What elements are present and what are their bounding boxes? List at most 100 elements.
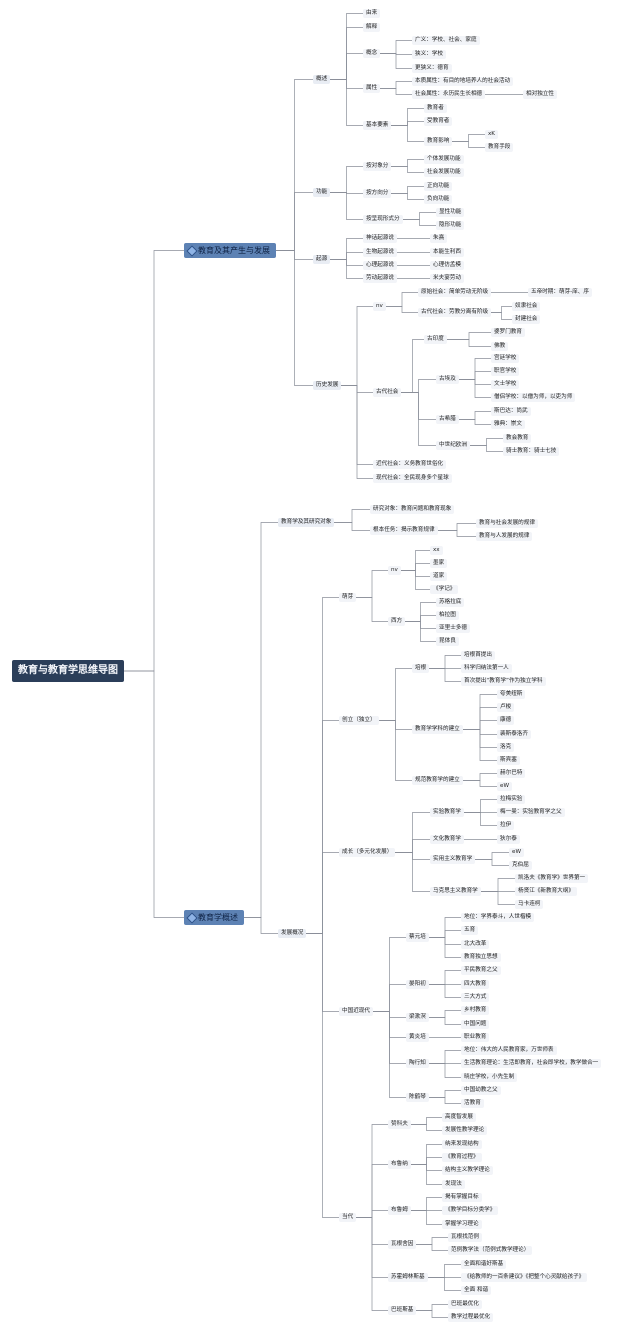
topic-node-a1-5-3-1[interactable]: xK xyxy=(485,130,498,139)
topic-node-b2-1-2-4[interactable]: 昆体良 xyxy=(436,637,459,646)
topic-node-a1-3[interactable]: 概念 xyxy=(363,49,381,58)
topic-node-b2-3-4-1[interactable]: 凯洛夫《教育学》世界第一 xyxy=(515,874,589,883)
topic-node-a4-1-1[interactable]: 原始社会：简单劳动无阶级 xyxy=(418,288,492,297)
topic-node-b2-4-5-2[interactable]: 生活教育理论：生活即教育，社会即学校，教学做合一 xyxy=(461,1059,602,1068)
topic-node-a4-3[interactable]: 近代社会：义务教育世俗化 xyxy=(373,460,447,469)
topic-node-b2-3-2-1[interactable]: 狄尔泰 xyxy=(497,835,520,844)
topic-node-b2-4-3-1[interactable]: 乡村教育 xyxy=(461,1006,490,1015)
topic-node-a4-1-2-2[interactable]: 封建社会 xyxy=(512,315,541,324)
topic-node-b2-2-3[interactable]: 规范教育学的建立 xyxy=(412,776,463,785)
topic-node-b2-2-2-4[interactable]: 裴斯泰洛齐 xyxy=(497,730,531,739)
topic-node-b2-3-1-2[interactable]: 梅一曼：实验教育学之父 xyxy=(497,808,565,817)
topic-node-b2-1[interactable]: 萌芽 xyxy=(339,593,357,602)
topic-node-b2-5-5-2[interactable]: 《给教师的一百条建议》《把整个心灵献给孩子》 xyxy=(461,1273,588,1282)
topic-node-b2-2-1[interactable]: 培根 xyxy=(412,664,430,673)
topic-node-b2-4-1-4[interactable]: 教育独立思想 xyxy=(461,953,501,962)
topic-node-b2-1-1[interactable]: nv xyxy=(388,566,401,575)
topic-node-b2-4[interactable]: 中国近现代 xyxy=(339,1007,373,1016)
topic-node-a4-1[interactable]: nv xyxy=(373,302,386,311)
topic-node-b2-1-2-2[interactable]: 柏拉图 xyxy=(436,611,459,620)
topic-node-a4-2-4[interactable]: 中世纪欧洲 xyxy=(436,441,470,450)
topic-node-b2-5-2[interactable]: 布鲁纳 xyxy=(388,1160,411,1169)
topic-node-b2-3-4-3[interactable]: 马卡连柯 xyxy=(515,900,544,909)
topic-node-b2-4-1-1[interactable]: 地位：学界泰斗，人世楷模 xyxy=(461,913,535,922)
topic-node-b2-4-4-1[interactable]: 职业教育 xyxy=(461,1033,490,1042)
topic-node-b2-1-1-3[interactable]: 道家 xyxy=(430,572,448,581)
topic-node-a4-2-4-1[interactable]: 教会教育 xyxy=(503,434,532,443)
topic-node-b2-3-1-1[interactable]: 拉梅实验 xyxy=(497,795,526,804)
topic-node-a4-2-2-2[interactable]: 职官学校 xyxy=(491,367,520,376)
topic-node-b2-3-2[interactable]: 文化教育学 xyxy=(430,835,464,844)
topic-node-b2-4-2-1[interactable]: 平民教育之父 xyxy=(461,966,501,975)
topic-node-b2-5-1-2[interactable]: 发展性教学理论 xyxy=(442,1126,488,1135)
main-branch-education-origin[interactable]: 教育及其产生与发展 xyxy=(184,243,276,258)
topic-node-a2-1-1[interactable]: 个体发展功能 xyxy=(424,155,464,164)
topic-node-a1-5[interactable]: 基本要素 xyxy=(363,121,392,130)
topic-node-a4-1-2-1[interactable]: 奴隶社会 xyxy=(512,302,541,311)
topic-node-b2-4-5-3[interactable]: 晓庄学校，小先生制 xyxy=(461,1073,518,1082)
topic-node-b2-4-4[interactable]: 黄炎培 xyxy=(406,1033,429,1042)
topic-node-b2-1-2[interactable]: 西方 xyxy=(388,617,406,626)
topic-node-a1-3-2[interactable]: 狭义：学校 xyxy=(412,50,446,59)
topic-node-b2-3-4[interactable]: 马克思主义教育学 xyxy=(430,887,481,896)
topic-node-b2-5-6-1[interactable]: 巴班最优化 xyxy=(448,1300,482,1309)
topic-node-b2-3-3-1[interactable]: eW xyxy=(509,848,524,857)
topic-node-a3-2[interactable]: 生物起源说 xyxy=(363,248,397,257)
topic-node-b2-1-2-3[interactable]: 亚里士多德 xyxy=(436,624,470,633)
topic-node-a2-2-1[interactable]: 正向功能 xyxy=(424,182,453,191)
topic-node-a3-3-1[interactable]: 心理仿孟模 xyxy=(430,261,464,270)
topic-node-b2-5-4-2[interactable]: 范例教学法（范例式教学理论） xyxy=(448,1246,533,1255)
topic-node-b2-1-1-1[interactable]: xx xyxy=(430,546,443,555)
topic-node-a2-3-1[interactable]: 显性功能 xyxy=(436,208,465,217)
topic-node-b2-2-2-3[interactable]: 康德 xyxy=(497,716,515,725)
topic-node-b2-5-3-2[interactable]: 《教学目标分类学》 xyxy=(442,1206,499,1215)
topic-node-b2-5[interactable]: 当代 xyxy=(339,1213,357,1222)
topic-node-b2-2[interactable]: 创立（独立） xyxy=(339,716,379,725)
topic-node-b2-2-2-1[interactable]: 夸美纽斯 xyxy=(497,690,526,699)
topic-node-b1-1[interactable]: 研究对象：教育问题和教育现象 xyxy=(370,505,455,514)
topic-node-a1-3-1[interactable]: 广义：学校、社会、家庭 xyxy=(412,36,480,45)
topic-node-a1-4-2-1[interactable]: 相对独立性 xyxy=(523,90,557,99)
topic-node-a4-2-2-3[interactable]: 文士学校 xyxy=(491,380,520,389)
topic-node-b2-3-1[interactable]: 实验教育学 xyxy=(430,808,464,817)
topic-node-a3-4[interactable]: 劳动起源说 xyxy=(363,274,397,283)
topic-node-a4-2-3-1[interactable]: 斯巴达：尚武 xyxy=(491,407,531,416)
topic-node-a2[interactable]: 功能 xyxy=(313,188,331,197)
topic-node-a2-3-2[interactable]: 隐形功能 xyxy=(436,221,465,230)
topic-node-b2-5-3-1[interactable]: 掲有掌握目标 xyxy=(442,1193,482,1202)
topic-node-a1-4-1[interactable]: 本质属性：有目的地培养人的社会活动 xyxy=(412,77,514,86)
topic-node-b2-2-2-6[interactable]: 斯宾塞 xyxy=(497,756,520,765)
topic-node-a3-3[interactable]: 心理起源说 xyxy=(363,261,397,270)
topic-node-a3-1[interactable]: 神话起源说 xyxy=(363,234,397,243)
topic-node-a4-2-2-4[interactable]: 僧侣学校：以僧为师，以吏为师 xyxy=(491,393,576,402)
topic-node-b2-2-2-2[interactable]: 卢梭 xyxy=(497,703,515,712)
topic-node-a1-5-1[interactable]: 教育者 xyxy=(424,104,447,113)
topic-node-a4-4[interactable]: 现代社会：全民现身多个星球 xyxy=(373,474,452,483)
topic-node-a4-1-1-1[interactable]: 五帝时期：萌芽-庠、序 xyxy=(528,288,592,297)
topic-node-b2-4-2-2[interactable]: 四大教育 xyxy=(461,980,490,989)
topic-node-b2-4-3-2[interactable]: 中国问题 xyxy=(461,1020,490,1029)
topic-node-a2-3[interactable]: 按呈现形式分 xyxy=(363,215,403,224)
topic-node-a4-2-2[interactable]: 古埃及 xyxy=(436,375,459,384)
topic-node-a2-1-2[interactable]: 社会发展功能 xyxy=(424,168,464,177)
topic-node-b2-5-2-1[interactable]: 纳来发现结构 xyxy=(442,1140,482,1149)
topic-node-a4-1-2[interactable]: 古代社会：劳教分离有阶级 xyxy=(418,308,492,317)
topic-node-b2-4-3[interactable]: 梁漱溟 xyxy=(406,1013,429,1022)
topic-node-a2-2-2[interactable]: 负向功能 xyxy=(424,195,453,204)
topic-node-a4-2-1-2[interactable]: 佛教 xyxy=(491,342,509,351)
topic-node-b2[interactable]: 发展概况 xyxy=(278,929,307,938)
topic-node-b2-5-1[interactable]: 赞科夫 xyxy=(388,1120,411,1129)
topic-node-a3-1-1[interactable]: 朱熹 xyxy=(430,234,448,243)
topic-node-b2-4-5-1[interactable]: 地位：伟大的人民教育家，万世师表 xyxy=(461,1046,557,1055)
topic-node-b2-4-6-2[interactable]: 活教育 xyxy=(461,1099,484,1108)
topic-node-b2-3-1-3[interactable]: 拉伊 xyxy=(497,821,515,830)
topic-node-b2-5-5-1[interactable]: 全面和谐好斯基 xyxy=(461,1260,507,1269)
topic-node-a2-1[interactable]: 按对象分 xyxy=(363,162,392,171)
topic-node-b1[interactable]: 教育学及其研究对象 xyxy=(278,518,335,527)
topic-node-a1-1[interactable]: 由来 xyxy=(363,9,381,18)
topic-node-b1-2-2[interactable]: 教育与人发展的规律 xyxy=(476,532,533,541)
topic-node-b2-5-4-1[interactable]: 瓦根找范例 xyxy=(448,1233,482,1242)
topic-node-b2-3[interactable]: 成长（多元化发展） xyxy=(339,848,396,857)
topic-node-b2-4-6[interactable]: 陈鹤琴 xyxy=(406,1093,429,1102)
topic-node-a4-2-4-2[interactable]: 骑士教育：骑士七技 xyxy=(503,447,560,456)
